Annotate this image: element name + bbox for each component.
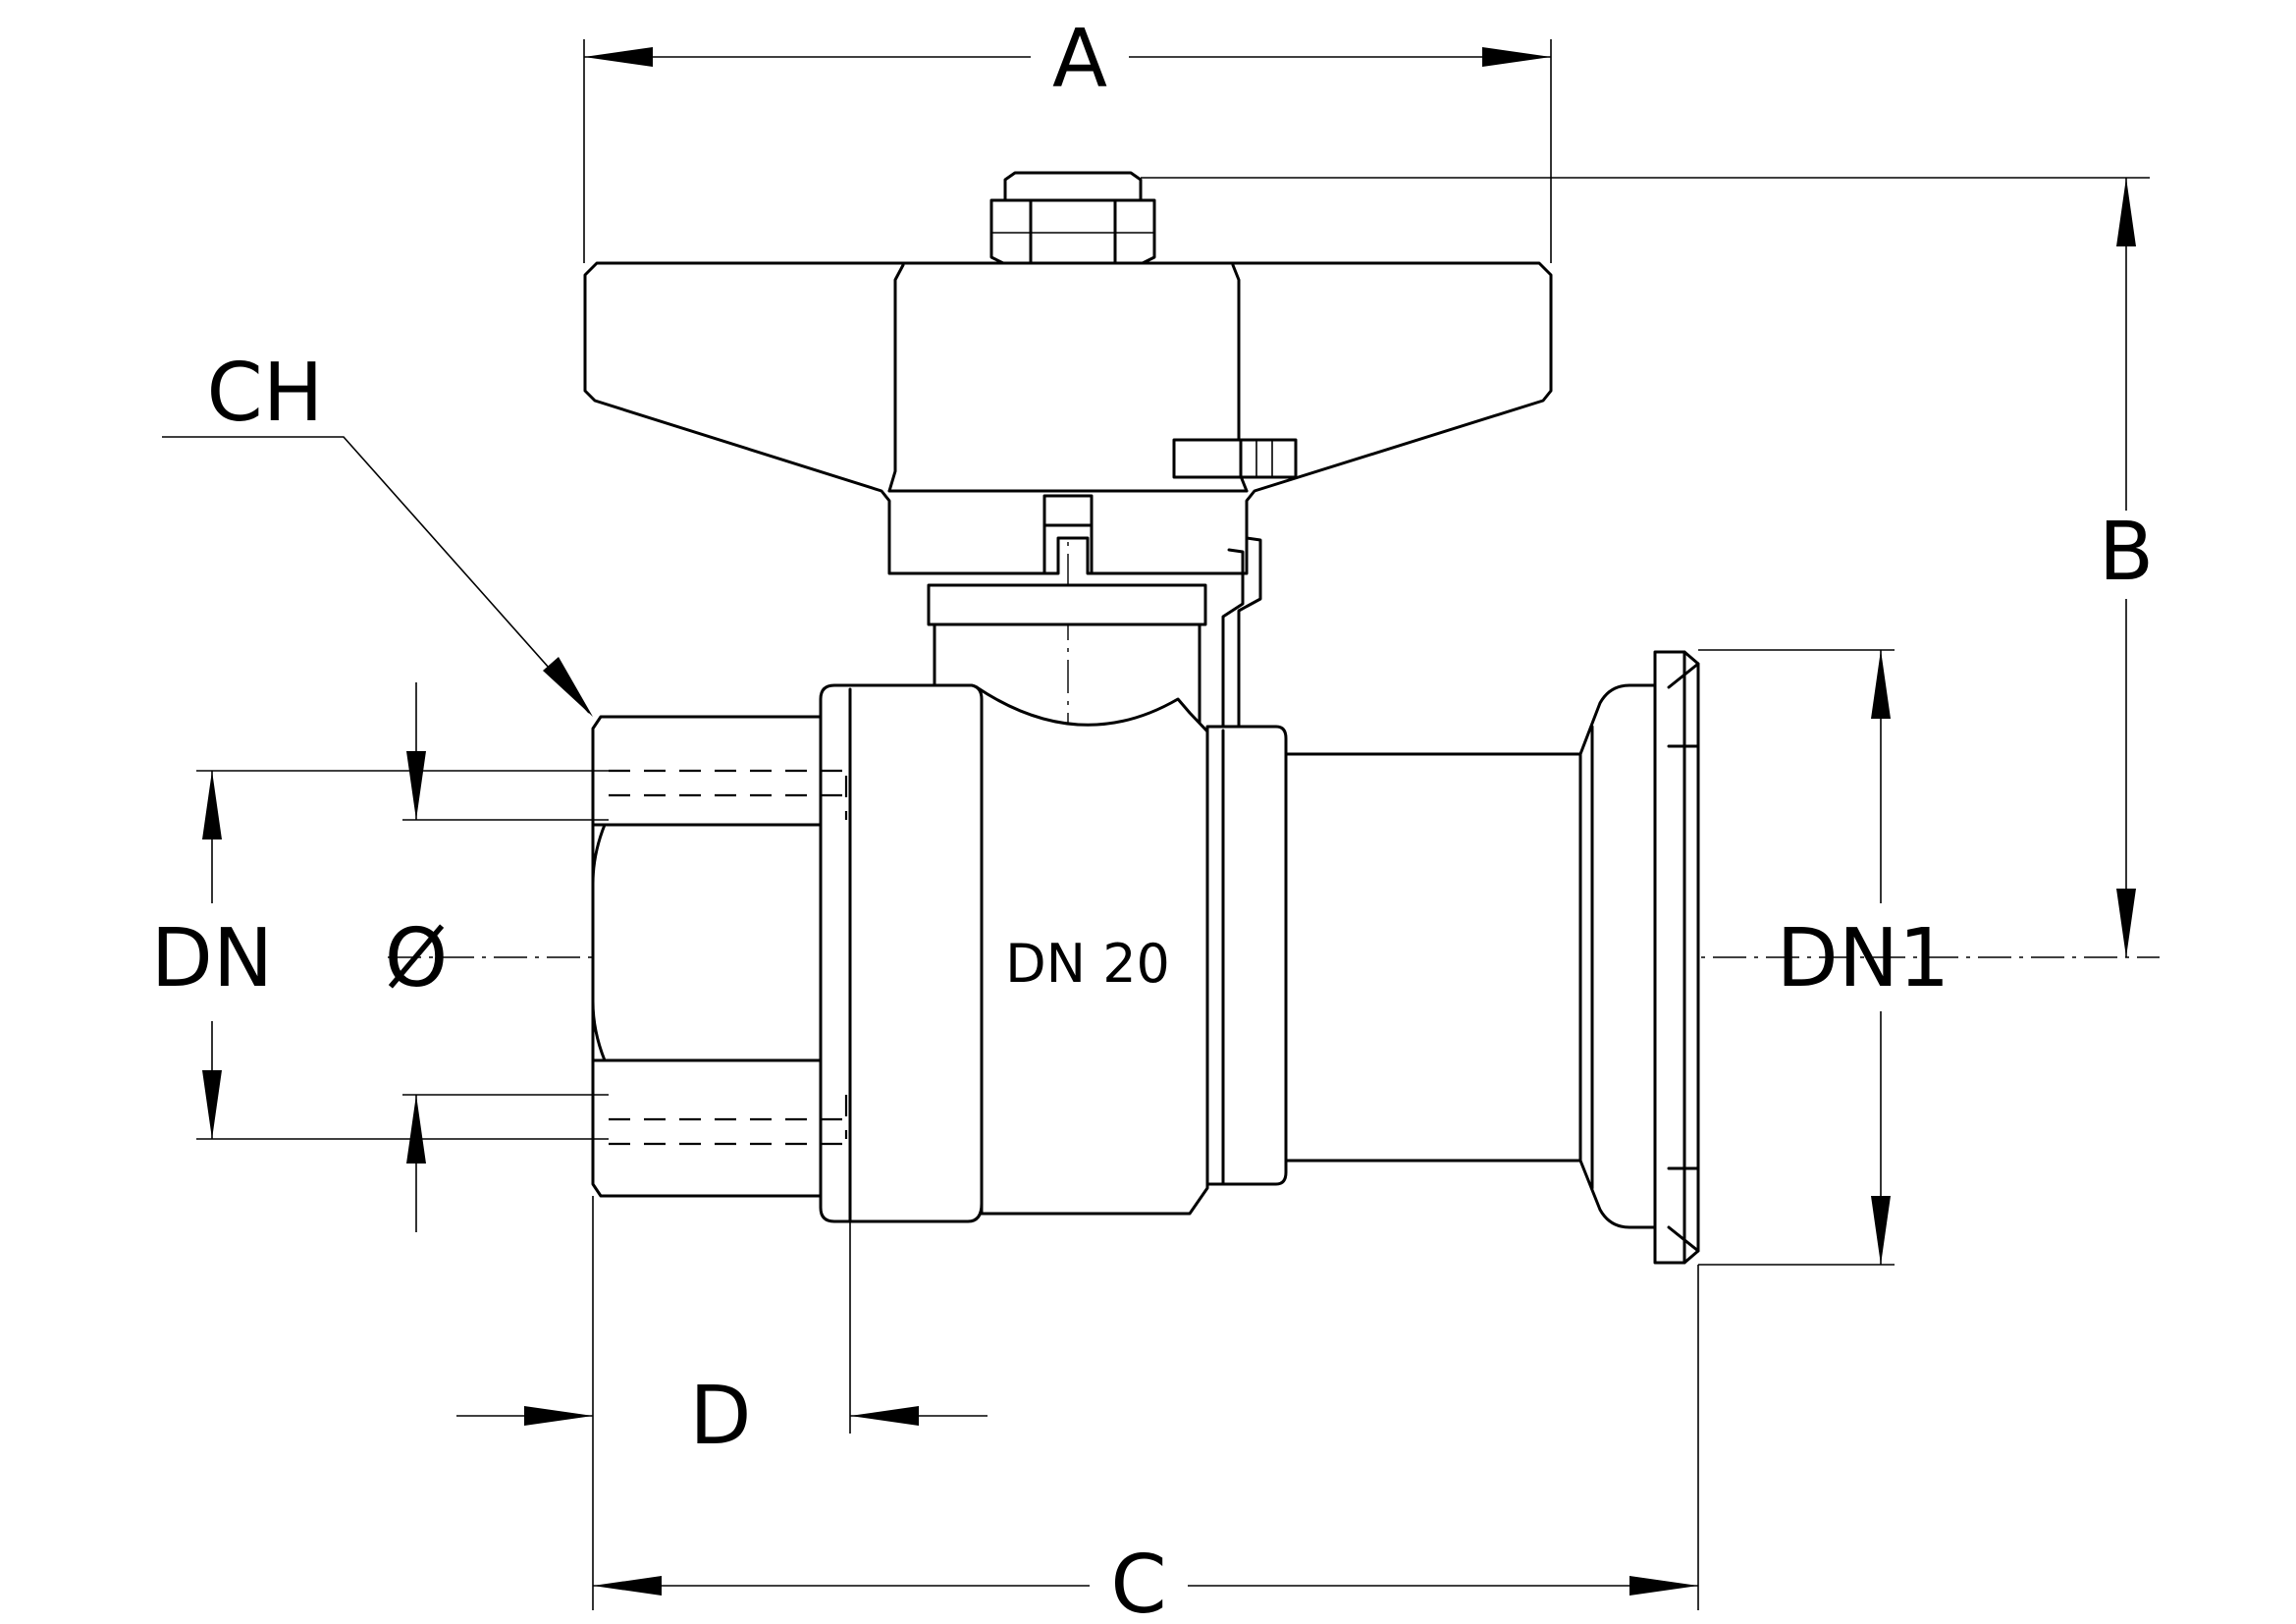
dimension-dn1: DN1 <box>1698 649 1950 1266</box>
valve-stem <box>927 583 1207 733</box>
dimension-b-label: B <box>2099 506 2154 599</box>
dimension-c-label: C <box>1110 1539 1166 1624</box>
dimension-d-label: D <box>689 1370 751 1463</box>
dimension-b: B <box>1141 177 2154 957</box>
dimension-ch-label: CH <box>207 347 324 440</box>
dimension-diameter-label: Ø <box>385 912 449 1005</box>
valve-body: DN 20 <box>591 650 1700 1265</box>
dimension-d: D <box>456 1196 988 1610</box>
dimension-dn: DN <box>151 770 609 1140</box>
body-marking: DN 20 <box>1005 933 1170 995</box>
butterfly-handle <box>583 171 1553 733</box>
dimension-dn-label: DN <box>151 912 273 1005</box>
dimension-ch: CH <box>162 347 593 717</box>
dimension-c: C <box>593 1265 1699 1624</box>
dimension-dn1-label: DN1 <box>1777 912 1950 1005</box>
dimension-a-label: A <box>1052 13 1107 106</box>
dimension-a: A <box>583 13 1552 263</box>
dimension-diameter: Ø <box>385 682 609 1232</box>
